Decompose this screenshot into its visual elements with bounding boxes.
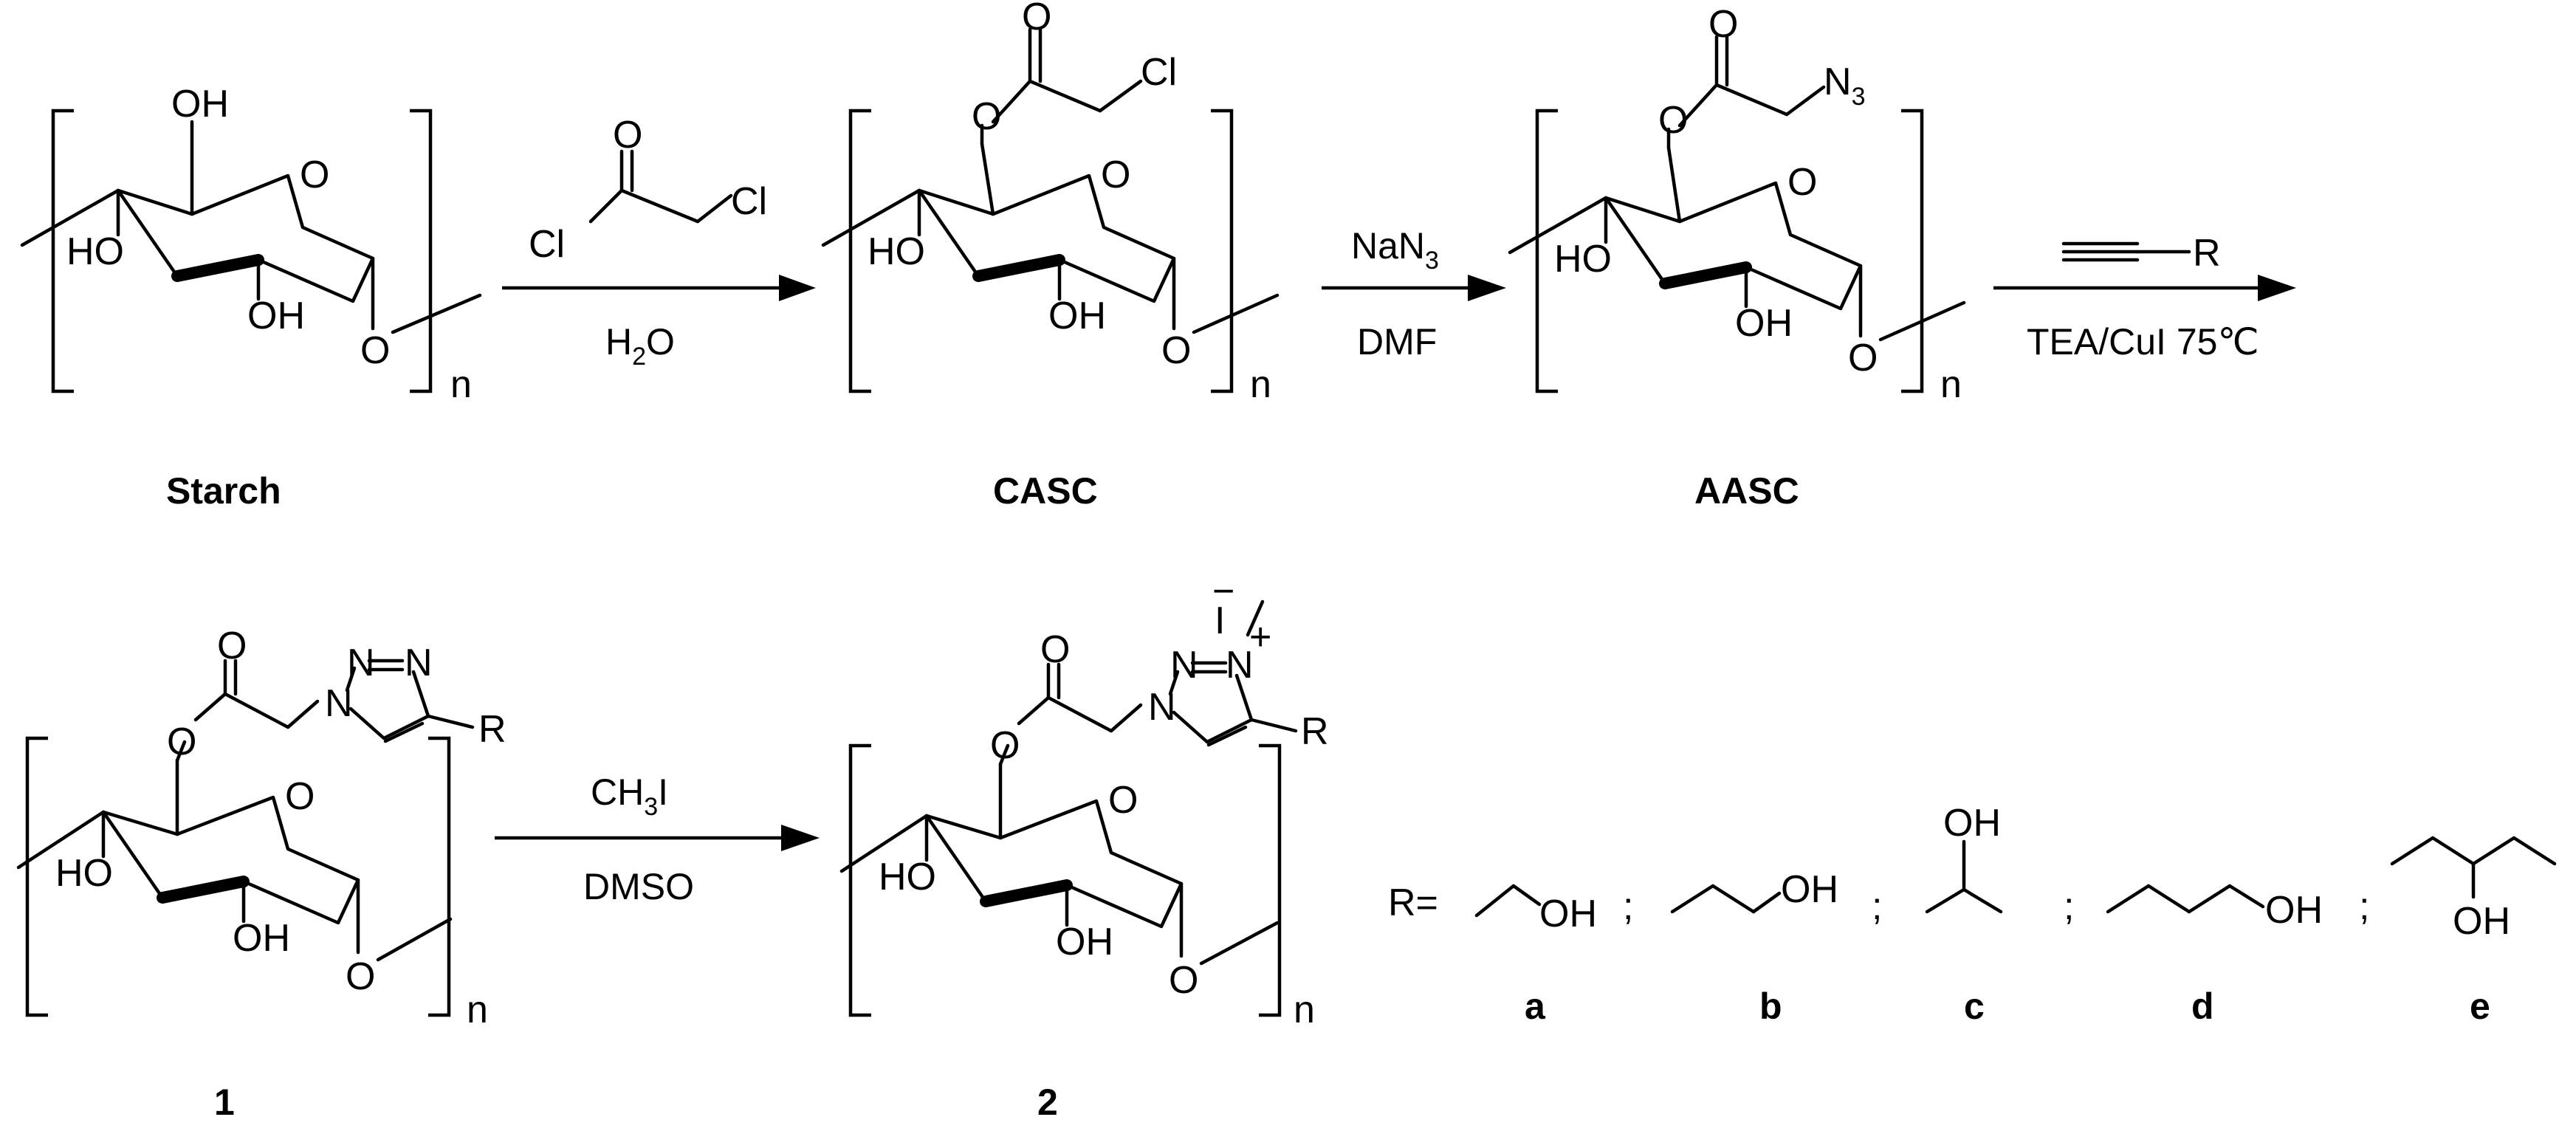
p1-n: n: [467, 989, 488, 1031]
p2-o-ester: O: [990, 724, 1020, 767]
p2-iodide: I: [1215, 599, 1225, 642]
p1-n1: N: [325, 682, 353, 725]
p2-ho-left: HO: [879, 856, 936, 898]
p1-oh-bottom: OH: [233, 917, 290, 960]
aasc-o-link: O: [1848, 337, 1878, 379]
reagent1-cl-left: Cl: [529, 223, 565, 266]
starch-label: Starch: [166, 470, 281, 512]
casc-o-ester: O: [972, 95, 1001, 138]
p2-n: n: [1294, 989, 1315, 1031]
p2-n1: N: [1148, 686, 1176, 729]
reagent2-below: DMF: [1357, 321, 1437, 362]
substituent-b-label: b: [1759, 986, 1782, 1027]
casc-oh-bottom: OH: [1048, 295, 1106, 337]
reagent3-below: TEA/CuI 75℃: [2027, 321, 2259, 362]
aasc-o-ester: O: [1658, 99, 1688, 142]
reaction-arrow-2: NaN3 DMF: [1322, 225, 1506, 362]
alkyne-reagent: R: [2061, 232, 2221, 275]
reaction-arrow-1: O Cl Cl H2O: [502, 114, 816, 371]
substituent-d-label: d: [2191, 986, 2214, 1027]
product1-structure: O O N N N R O HO OH O n 1: [16, 625, 506, 1123]
svg-text:OH: OH: [2265, 889, 2323, 932]
starch-o-link: O: [360, 329, 390, 372]
p1-n2: N: [347, 642, 375, 684]
casc-n: n: [1250, 363, 1271, 406]
aasc-ho-left: HO: [1554, 238, 1612, 281]
p1-n3: N: [405, 642, 433, 684]
casc-o-ring: O: [1101, 154, 1130, 196]
reagent4-above: CH3I: [591, 771, 668, 821]
p2-o-ring: O: [1108, 779, 1138, 822]
product2-structure: I − O O N N N + R O HO OH O n 2: [839, 570, 1329, 1123]
svg-text:;: ;: [2064, 885, 2074, 928]
starch-structure: OH O HO OH O n Starch: [20, 83, 482, 512]
svg-text:;: ;: [2359, 885, 2369, 928]
svg-text:OH: OH: [1781, 868, 1838, 911]
p1-o-link: O: [346, 955, 375, 998]
aasc-o-ring: O: [1787, 161, 1817, 204]
p2-n3: N: [1226, 644, 1254, 687]
svg-text:OH: OH: [2453, 900, 2510, 943]
reagent2-above: NaN3: [1351, 225, 1439, 275]
casc-o-carbonyl: O: [1022, 0, 1051, 38]
aasc-oh-bottom: OH: [1735, 302, 1793, 345]
p2-iodide-charge: −: [1212, 570, 1234, 613]
reagent1-o: O: [613, 114, 642, 157]
casc-ho-left: HO: [868, 230, 925, 273]
substituent-c: OH ; c: [1925, 802, 2074, 1027]
starch-o-ring: O: [300, 154, 329, 196]
r-equals-label: R=: [1388, 881, 1438, 924]
substituent-a-label: a: [1525, 986, 1546, 1027]
aasc-n: n: [1940, 363, 1962, 406]
starch-ho-left: HO: [66, 230, 124, 273]
casc-o-link: O: [1161, 329, 1191, 372]
starch-bracket-right: [410, 109, 433, 393]
p2-n3-charge: +: [1249, 616, 1271, 659]
casc-structure: O O Cl O HO OH O n CASC: [821, 0, 1280, 512]
aasc-label: AASC: [1694, 470, 1799, 512]
reagent1-cl-right: Cl: [731, 180, 767, 223]
substituent-a: OH ; a: [1474, 884, 1633, 1027]
svg-text:;: ;: [1872, 885, 1882, 928]
p1-ho-left: HO: [55, 852, 113, 895]
aasc-azide: N3: [1824, 61, 1865, 111]
aasc-structure: O O N3 O HO OH O n AASC: [1508, 3, 1966, 512]
alkyne-r: R: [2193, 232, 2221, 275]
r-group-legend: R= OH ; a OH ; b OH ; c: [1388, 802, 2557, 1027]
svg-text:;: ;: [1623, 885, 1633, 928]
substituent-e: OH e: [2390, 836, 2557, 1027]
p1-o-carbonyl: O: [217, 625, 247, 667]
substituent-e-label: e: [2470, 986, 2490, 1027]
reaction-arrow-3: R TEA/CuI 75℃: [1993, 232, 2296, 362]
casc-label: CASC: [993, 470, 1098, 512]
p2-oh-bottom: OH: [1056, 921, 1113, 963]
reaction-arrow-4: CH3I DMSO: [495, 771, 820, 907]
reagent1-solvent: H2O: [605, 321, 675, 371]
reagent4-below: DMSO: [583, 866, 694, 907]
svg-text:OH: OH: [1539, 893, 1597, 935]
p2-r: R: [1301, 710, 1329, 753]
starch-ring-bonds: [116, 173, 375, 303]
starch-n: n: [450, 363, 472, 406]
starch-bracket-left: [51, 109, 74, 393]
starch-oh-bottom: OH: [247, 295, 305, 337]
p2-n2: N: [1170, 644, 1198, 687]
casc-cl: Cl: [1141, 51, 1177, 94]
chloroacetyl-chloride-structure: O Cl Cl: [529, 114, 767, 266]
aasc-o-carbonyl: O: [1708, 3, 1738, 46]
svg-text:OH: OH: [1943, 802, 2001, 845]
starch-ring-bold-edge: [171, 254, 264, 282]
substituent-d: OH ; d: [2106, 884, 2369, 1027]
product1-label: 1: [214, 1082, 235, 1123]
p1-r: R: [478, 708, 506, 751]
p2-o-link: O: [1169, 959, 1198, 1002]
substituent-b: OH ; b: [1670, 868, 1882, 1027]
substituent-c-label: c: [1964, 986, 1985, 1027]
product2-label: 2: [1037, 1082, 1058, 1123]
p1-o-ring: O: [285, 775, 315, 818]
p2-o-carbonyl: O: [1040, 628, 1070, 671]
p1-o-ester: O: [167, 721, 196, 763]
starch-oh-top: OH: [171, 83, 229, 126]
